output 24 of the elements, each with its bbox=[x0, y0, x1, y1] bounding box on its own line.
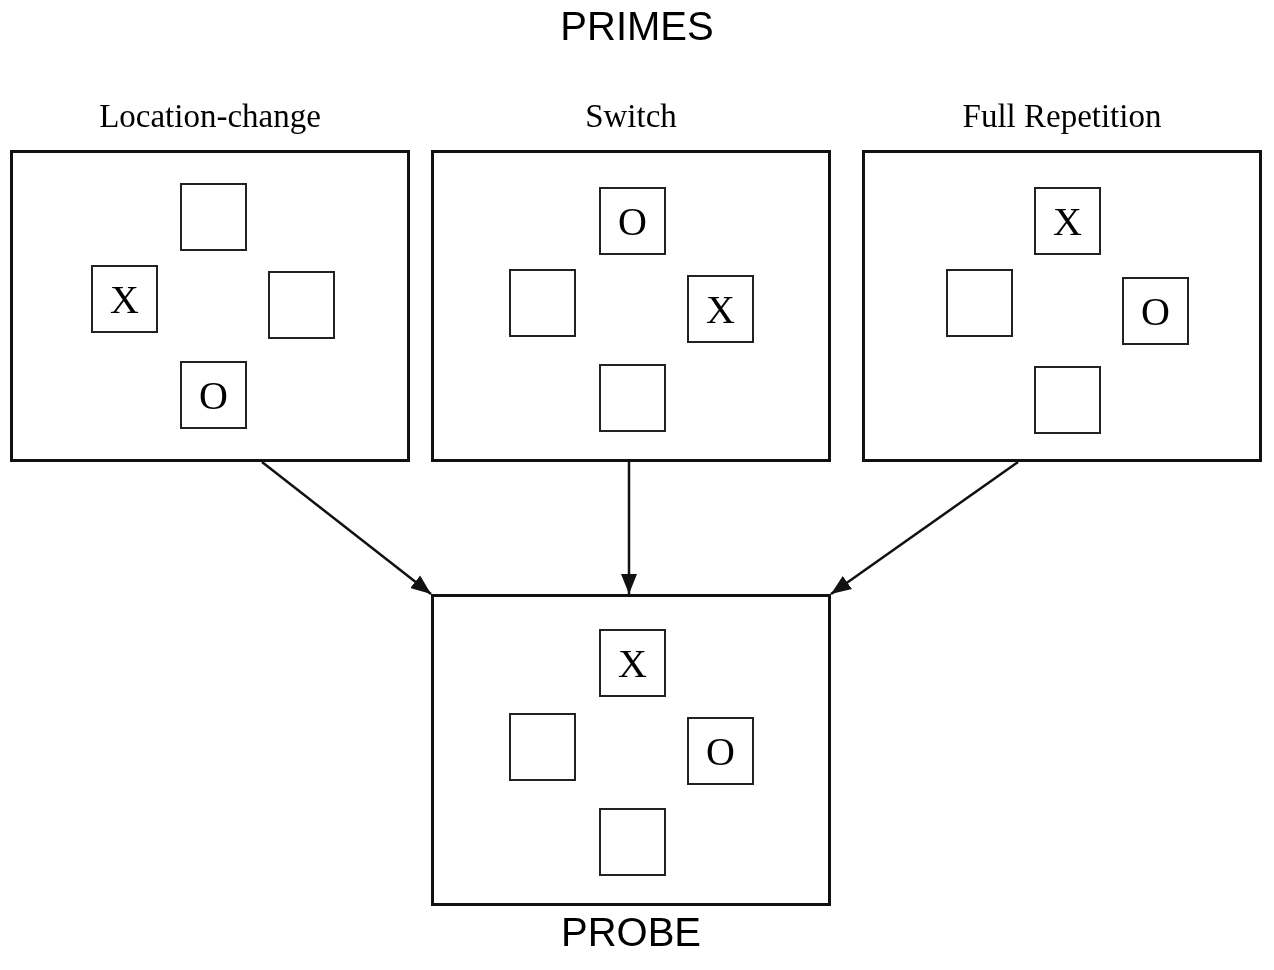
arrow bbox=[621, 462, 637, 594]
empty-square bbox=[599, 364, 666, 432]
arrow bbox=[830, 460, 1019, 596]
empty-square bbox=[599, 808, 666, 876]
panel-heading: PROBE bbox=[559, 910, 702, 955]
letter-square: O bbox=[599, 187, 666, 255]
letter-square: O bbox=[1122, 277, 1189, 345]
empty-square bbox=[268, 271, 335, 339]
letter-square: O bbox=[687, 717, 754, 785]
empty-square bbox=[946, 269, 1013, 337]
panel-heading: Switch bbox=[584, 98, 678, 135]
letter-square: X bbox=[91, 265, 158, 333]
letter-square: O bbox=[180, 361, 247, 429]
panel-heading: Full Repetition bbox=[961, 98, 1163, 135]
empty-square bbox=[509, 713, 576, 781]
empty-square bbox=[1034, 366, 1101, 434]
arrow bbox=[261, 461, 432, 595]
empty-square bbox=[180, 183, 247, 251]
panel-heading: Location-change bbox=[98, 98, 322, 135]
letter-square: X bbox=[687, 275, 754, 343]
empty-square bbox=[509, 269, 576, 337]
letter-square: X bbox=[1034, 187, 1101, 255]
letter-square: X bbox=[599, 629, 666, 697]
figure-title: PRIMES bbox=[559, 4, 715, 49]
